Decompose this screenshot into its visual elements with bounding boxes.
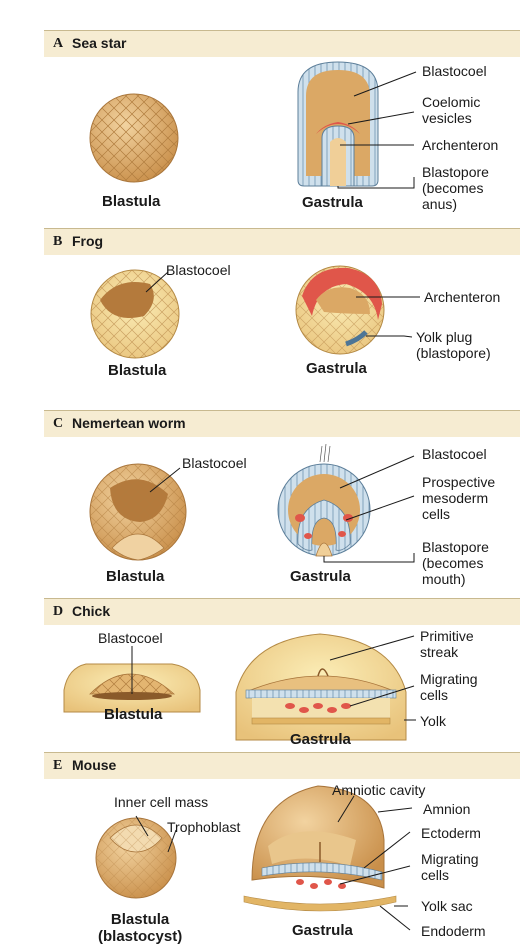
stage-label-gastrula: Gastrula	[306, 360, 367, 377]
label-endoderm: Endoderm	[421, 923, 486, 939]
panel-header-frog: B Frog	[44, 228, 520, 255]
panel-title: Sea star	[72, 35, 127, 51]
stage-label-gastrula: Gastrula	[292, 922, 353, 939]
frog-gastrula	[295, 265, 385, 355]
label-coelomic-vesicles: Coelomic vesicles	[422, 94, 481, 126]
panel-header-sea-star: A Sea star	[44, 30, 520, 57]
panel-title: Chick	[72, 603, 111, 619]
panel-letter: A	[53, 36, 64, 51]
label-primitive-streak: Primitive streak	[420, 628, 474, 660]
panel-letter: D	[53, 604, 64, 619]
leader-line	[349, 685, 415, 707]
label-blastopore: Blastopore (becomes anus)	[422, 164, 489, 212]
leader-line	[363, 831, 411, 869]
frog-leaders	[145, 271, 420, 338]
panel-title: Nemertean worm	[72, 415, 186, 431]
leader-line	[323, 553, 415, 563]
panel-letter: B	[53, 234, 63, 249]
label-amniotic-cavity: Amniotic cavity	[332, 782, 426, 798]
panel-letter: E	[53, 758, 63, 773]
mouse-leaders	[135, 795, 413, 931]
label-archenteron: Archenteron	[424, 289, 501, 305]
mouse-blastula	[95, 817, 177, 899]
chick-gastrula	[235, 633, 407, 741]
leader-line	[337, 795, 355, 823]
sea-star-gastrula	[297, 61, 379, 187]
label-amnion: Amnion	[423, 801, 471, 817]
label-blastocoel: Blastocoel	[422, 446, 487, 462]
sea-star-blastula	[89, 93, 179, 183]
stage-label-blastula: Blastula	[108, 362, 167, 379]
sea-star-leaders	[337, 71, 417, 189]
panel-letter: C	[53, 416, 64, 431]
label-blastocoel: Blastocoel	[98, 630, 163, 646]
leader-line	[377, 807, 413, 813]
leader-line	[135, 815, 149, 837]
label-archenteron: Archenteron	[422, 137, 499, 153]
stage-label-blastula: Blastula (blastocyst)	[98, 911, 183, 945]
label-blastocoel: Blastocoel	[182, 455, 247, 471]
stage-label-gastrula: Gastrula	[290, 731, 351, 748]
label-migrating-cells: Migrating cells	[421, 851, 479, 883]
leader-line	[337, 177, 415, 189]
leader-line	[145, 271, 169, 293]
panel-title: Mouse	[72, 757, 117, 773]
label-yolk: Yolk	[420, 713, 446, 729]
panel-title: Frog	[72, 233, 104, 249]
stage-label-blastula: Blastula	[102, 193, 161, 210]
panel-header-chick: D Chick	[44, 598, 520, 625]
label-migrating-cells: Migrating cells	[420, 671, 478, 703]
nemertean-gastrula	[277, 443, 371, 557]
leader-line	[167, 829, 177, 853]
leader-line	[366, 335, 413, 338]
nemertean-leaders	[149, 455, 415, 563]
leader-line	[329, 635, 415, 661]
stage-label-gastrula: Gastrula	[290, 568, 351, 585]
mouse-gastrula	[243, 785, 397, 912]
label-yolk-plug: Yolk plug (blastopore)	[416, 329, 491, 361]
frog-blastula	[90, 269, 180, 359]
panel-header-nemertean-worm: C Nemertean worm	[44, 410, 520, 437]
leader-line	[345, 495, 415, 521]
label-trophoblast: Trophoblast	[167, 819, 241, 835]
leader-line	[379, 905, 411, 931]
leader-line	[353, 71, 417, 97]
label-blastocoel: Blastocoel	[166, 262, 231, 278]
stage-label-blastula: Blastula	[104, 706, 163, 723]
panel-header-mouse: E Mouse	[44, 752, 520, 779]
stage-label-gastrula: Gastrula	[302, 194, 363, 211]
chick-leaders	[131, 635, 416, 721]
label-blastocoel: Blastocoel	[422, 63, 487, 79]
label-yolk-sac: Yolk sac	[421, 898, 473, 914]
label-inner-cell-mass: Inner cell mass	[114, 794, 209, 810]
label-blastopore: Blastopore (becomes mouth)	[422, 539, 489, 587]
stage-label-blastula: Blastula	[106, 568, 165, 585]
leader-line	[339, 455, 415, 489]
leader-line	[149, 467, 181, 493]
label-ectoderm: Ectoderm	[421, 825, 481, 841]
nemertean-blastula	[89, 463, 187, 561]
label-prospective-mesoderm: Prospective mesoderm cells	[422, 474, 496, 522]
leader-line	[347, 111, 415, 125]
leader-line	[339, 865, 411, 885]
